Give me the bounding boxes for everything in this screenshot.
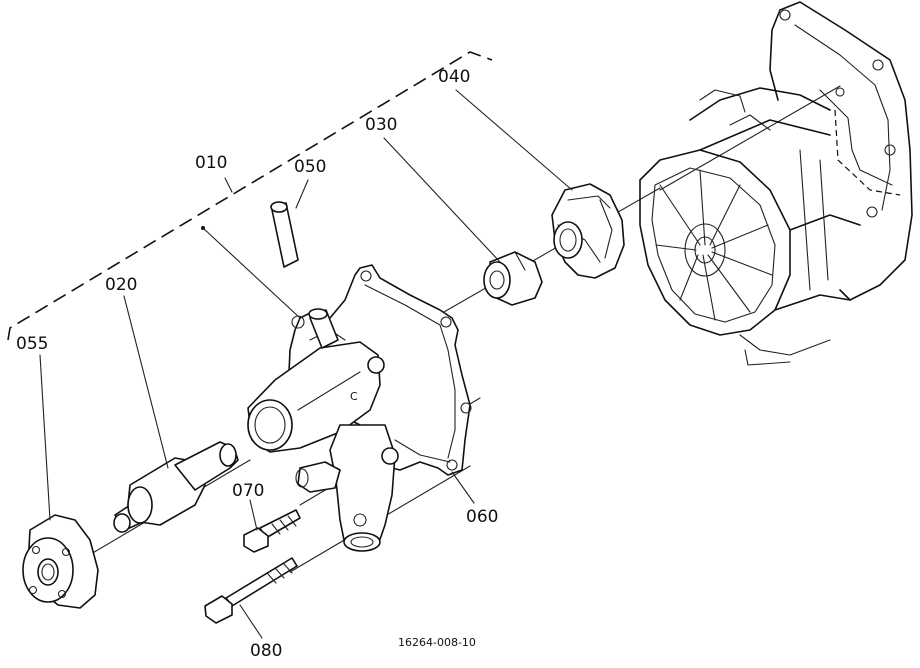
impeller xyxy=(551,183,625,279)
label-030: 030 xyxy=(365,115,397,135)
label-050: 050 xyxy=(294,157,326,177)
assembly-bracket xyxy=(7,51,493,341)
label-020: 020 xyxy=(105,275,137,295)
label-060: 060 xyxy=(466,507,498,527)
bypass-pipe xyxy=(270,201,339,349)
leader-lines xyxy=(39,89,573,639)
cast-mark: C xyxy=(350,390,358,403)
gasket xyxy=(394,439,451,463)
label-040: 040 xyxy=(438,67,470,87)
mechanical-seal xyxy=(483,251,543,306)
label-080: 080 xyxy=(250,641,282,661)
water-pump-body: C xyxy=(247,264,472,552)
shaft-bearing xyxy=(113,441,239,533)
pulley-flange xyxy=(22,514,99,609)
label-055: 055 xyxy=(16,334,48,354)
part-labels: 010 050 030 040 020 055 060 070 080 1626… xyxy=(16,67,498,661)
label-070: 070 xyxy=(232,481,264,501)
bolt-long xyxy=(204,557,298,624)
label-010: 010 xyxy=(195,153,227,173)
reference-number: 16264-008-10 xyxy=(398,636,476,649)
engine-block xyxy=(639,1,913,366)
bolt-short xyxy=(243,509,301,553)
